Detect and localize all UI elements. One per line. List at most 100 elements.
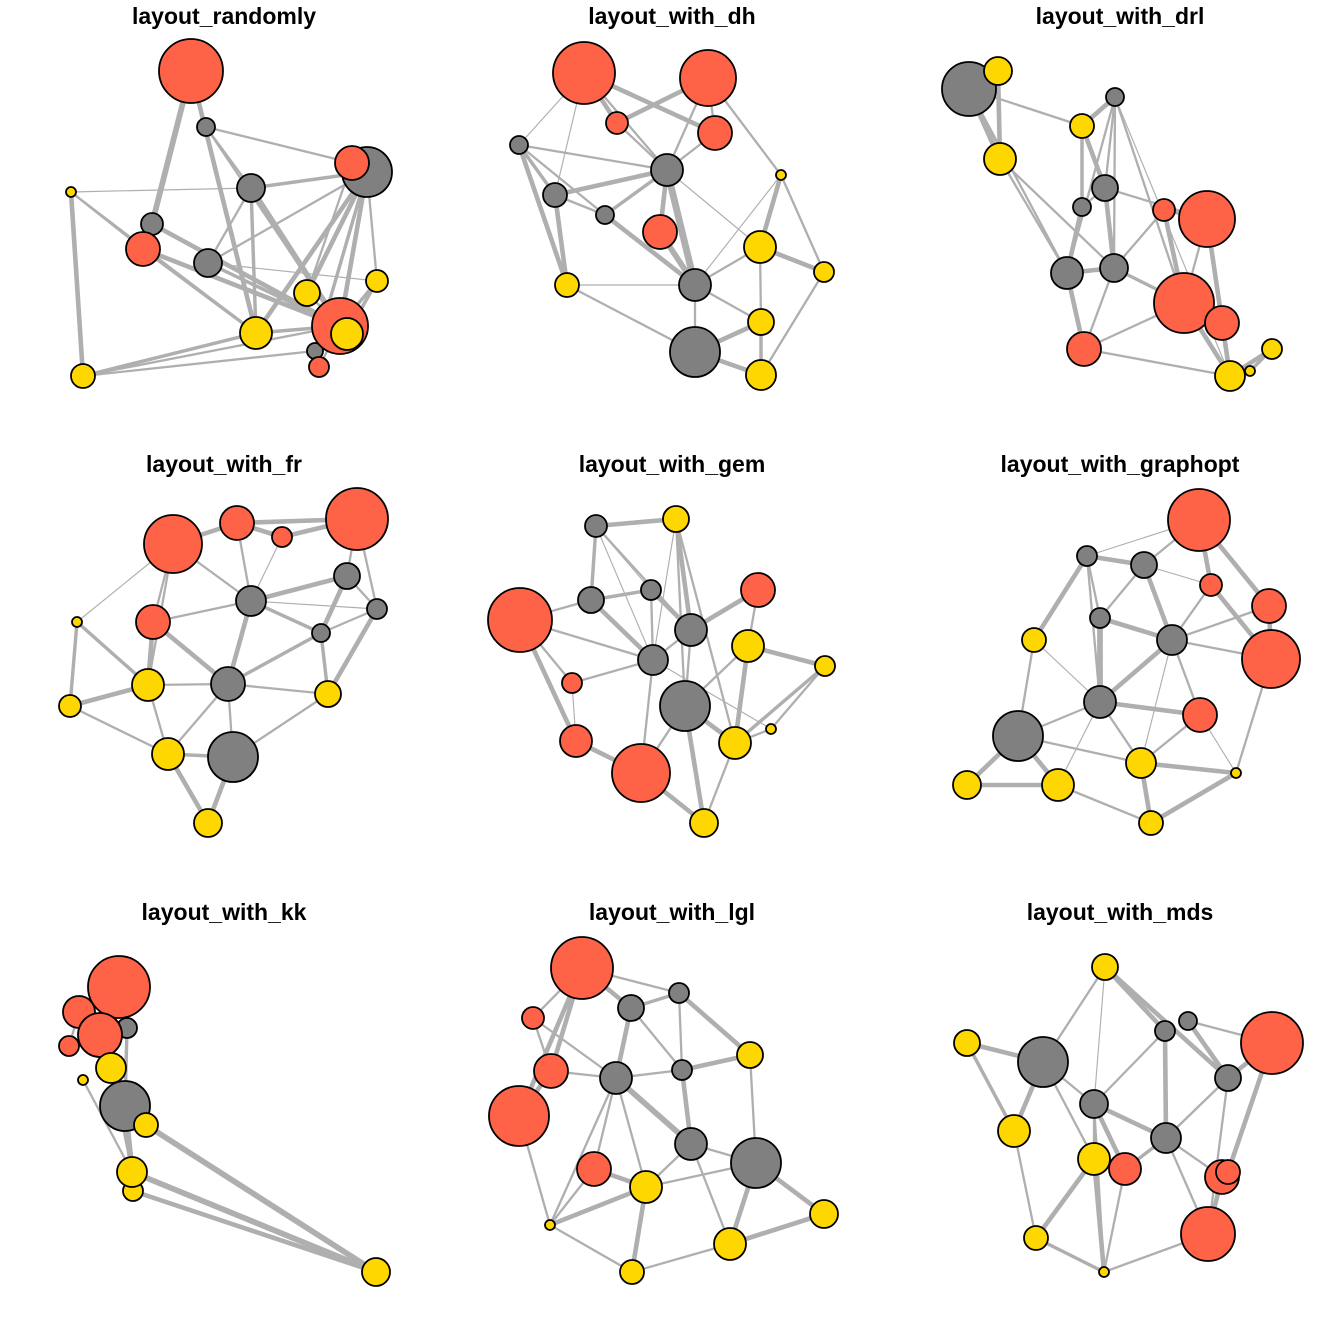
graph-node-gray [637,644,669,676]
graph-node-yellow [747,308,775,336]
graph-node-yellow [330,317,364,351]
graph-edge [68,621,79,707]
graph-edge [326,607,379,696]
graph-edge [999,158,1115,269]
panel-title: layout_with_fr [146,451,302,477]
graph-edge [1012,1130,1038,1239]
graph-node-gray [210,666,246,702]
graph-node-yellow [775,169,787,181]
graph-node-red [1240,1011,1304,1075]
panel-title: layout_with_kk [141,899,307,925]
graph-node-yellow [1021,627,1047,653]
graph-node-yellow [1098,1266,1110,1278]
graph-node-gray [236,173,266,203]
graph-node-red [135,604,171,640]
graph-node-red [611,743,671,803]
graph-edge [68,191,86,377]
graph-node-gray [193,248,223,278]
graph-node-red [533,1053,569,1089]
graph-node-yellow [70,363,96,389]
graph-node-gray [668,982,690,1004]
graph-edge [207,262,378,282]
graph-node-yellow [813,261,835,283]
graph-node-yellow [133,1112,159,1138]
panel-layout-with-gem: layout_with_gem [448,448,896,896]
graph-node-gray [941,61,997,117]
network-plot [509,41,835,391]
graph-node-yellow [731,629,765,663]
graph-node-red [1178,190,1236,248]
graph-edge [518,143,668,172]
panel-layout-with-fr: layout_with_fr [0,448,448,896]
panel-title: layout_with_dh [588,3,756,29]
graph-node-gray [669,326,721,378]
graph-edge [130,1169,378,1275]
graph-node-gray [1072,197,1092,217]
graph-edge [614,1077,648,1188]
network-plot [58,955,391,1287]
graph-node-gray [311,623,331,643]
graph-edge [1149,771,1238,825]
graph-node-gray [671,1059,693,1081]
graph-node-red [87,955,151,1019]
panel-title: layout_with_graphopt [1000,451,1240,477]
panel-layout-randomly: layout_randomly [0,0,448,448]
graph-node-red [697,115,733,151]
graph-node-red [1180,1206,1236,1262]
graph-edge [666,169,761,248]
graph-node-yellow [116,1156,148,1188]
graph-node-yellow [293,279,321,307]
graph-edge [1093,966,1106,1105]
graph-node-yellow [619,1259,645,1285]
graph-node-gray [1050,256,1084,290]
graph-node-gray [1017,1036,1069,1088]
graph-node-yellow [736,1041,764,1069]
graph-node-gray [509,135,529,155]
graph-node-yellow [765,723,777,735]
graph-node-yellow [953,1029,981,1057]
graph-node-red [125,231,161,267]
graph-node-yellow [718,726,752,760]
graph-node-red [1241,629,1301,689]
network-plot [65,38,393,389]
graph-node-yellow [983,142,1017,176]
graph-edge [70,187,252,193]
graph-edge [549,1224,633,1273]
graph-node-yellow [713,1227,747,1261]
network-plot [952,488,1301,836]
graph-edge [552,194,570,286]
graph-node-gray [1079,1089,1109,1119]
graph-node-yellow [743,230,777,264]
graph-node-yellow [629,1170,663,1204]
graph-node-gray [650,153,684,187]
graph-node-yellow [1125,747,1157,779]
graph-edge [689,1143,732,1245]
graph-node-gray [674,1127,708,1161]
graph-edge [1140,760,1237,776]
graph-node-gray [196,117,216,137]
graph-node-yellow [314,680,342,708]
graph-node-gray [659,680,711,732]
graph-node-red [271,526,293,548]
graph-edge [677,991,752,1057]
graph-edge [1113,96,1186,304]
graph-node-yellow [1041,768,1075,802]
graph-node-yellow [1077,1142,1111,1176]
graph-edge [150,221,342,329]
graph-node-yellow [365,269,389,293]
graph-node-gray [1214,1064,1242,1092]
graph-node-gray [595,205,615,225]
graph-edge [518,144,606,216]
panel-title: layout_with_drl [1035,3,1205,29]
graph-edge [1103,96,1117,189]
graph-edge [779,174,826,273]
graph-node-red [1182,697,1218,733]
network-plot [941,56,1283,392]
graph-node-red [1204,305,1240,341]
graph-edge [694,174,782,286]
graph-node-yellow [131,668,165,702]
graph-edge [595,525,652,591]
graph-edge [132,1188,377,1275]
graph-node-red [1199,573,1223,597]
graph-node-yellow [689,808,719,838]
